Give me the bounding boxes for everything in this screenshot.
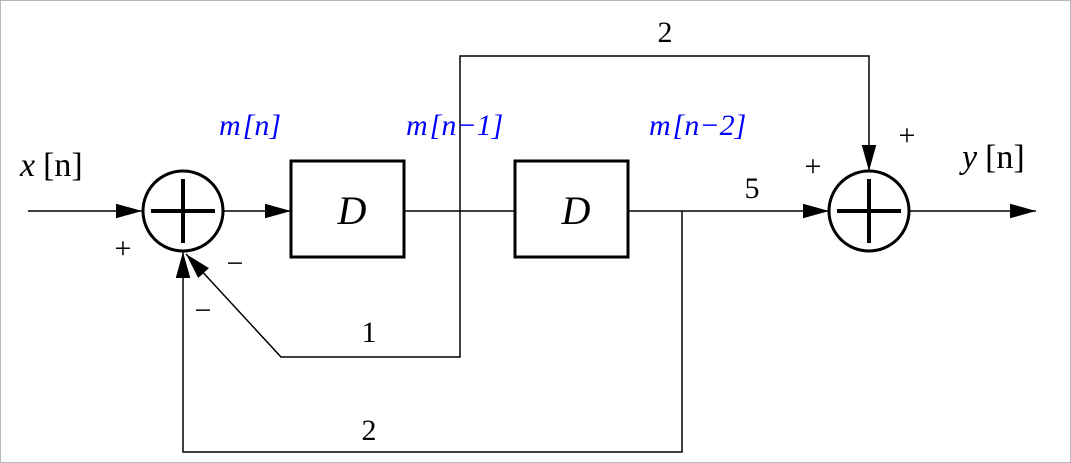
output-label: y[n] xyxy=(959,139,1025,176)
summing-junction-1 xyxy=(141,169,225,253)
sign-sum2-left: + xyxy=(805,150,822,183)
sign-sum1-input: + xyxy=(115,232,132,265)
signal-m-n1-var: m xyxy=(406,109,428,142)
summing-junction-2 xyxy=(827,169,911,253)
input-index: [n] xyxy=(43,147,83,184)
output-index: [n] xyxy=(985,139,1025,176)
gain-feedforward-top: 2 xyxy=(658,16,673,49)
gain-feedback-outer: 2 xyxy=(362,414,377,447)
signal-m-n-index: [n] xyxy=(243,109,281,142)
signal-m-n2-var: m xyxy=(649,109,671,142)
feedback-inner-path xyxy=(185,211,461,358)
delay-block-1 xyxy=(289,159,406,259)
gain-feedforward-direct: 5 xyxy=(745,172,760,205)
signal-m-n1: m[n−1] xyxy=(406,109,503,142)
delay1-label: D xyxy=(337,188,367,233)
delay2-label: D xyxy=(561,188,591,233)
output-var: y xyxy=(959,139,978,176)
input-var: x xyxy=(19,147,35,184)
signal-m-n1-index: [n−1] xyxy=(430,109,504,142)
delay-block-2 xyxy=(513,159,630,259)
sign-sum1-feedback-inner: − xyxy=(227,247,244,280)
signal-m-n-var: m xyxy=(219,109,241,142)
signal-m-n: m[n] xyxy=(219,109,281,142)
gain-feedback-inner: 1 xyxy=(362,316,377,349)
signal-m-n2-index: [n−2] xyxy=(673,109,747,142)
feedforward-top-path xyxy=(459,55,877,211)
input-label: x[n] xyxy=(19,147,83,184)
signal-m-n2: m[n−2] xyxy=(649,109,746,142)
sign-sum2-top: + xyxy=(899,119,916,152)
feedback-outer-path xyxy=(175,211,683,453)
sign-sum1-feedback-outer: − xyxy=(195,294,212,327)
